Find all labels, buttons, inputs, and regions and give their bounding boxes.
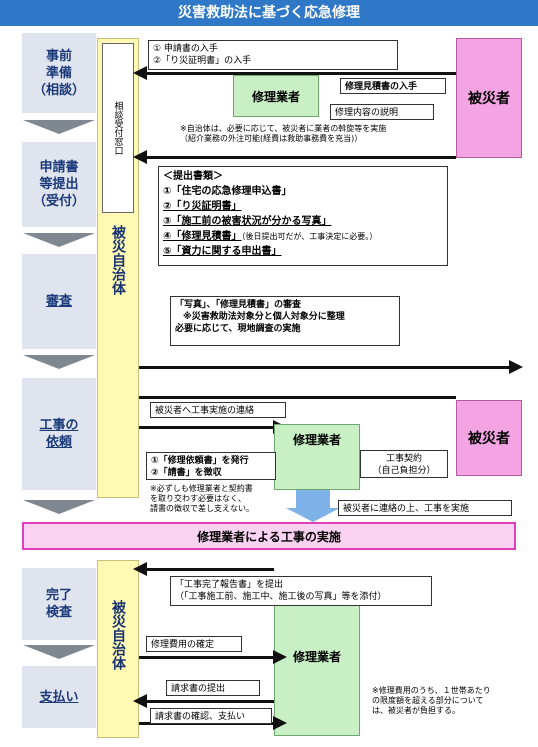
doc-2: ②「り災証明書」 bbox=[163, 201, 242, 212]
stage-submission-label: 申請書 等提出 （受付） bbox=[32, 160, 85, 209]
implementation-label: 修理業者による工事の実施 bbox=[197, 529, 341, 544]
contractor-box-order: 修理業者 bbox=[274, 424, 360, 490]
arrow-line bbox=[139, 72, 456, 75]
submission-documents: ＜提出書類＞ ①「住宅の応急修理申込書」 ②「り災証明書」 ③「施工前の被害状況… bbox=[158, 166, 448, 266]
arrow-head-left bbox=[133, 150, 147, 164]
contact-victim: 被災者に連絡の上、工事を実施 bbox=[338, 500, 512, 516]
step1-items: ① 申請書の入手 ②「り災証明書」の入手 bbox=[148, 40, 398, 70]
flow-arrow-head bbox=[286, 508, 340, 522]
order-note: ※必ずしも修理業者と契約書 を取り交わす必要はなく、 請書の徴収で差し支えない。 bbox=[150, 484, 254, 513]
arrow-head-right bbox=[273, 650, 287, 664]
review-line-2: ※災害救助法対象分と個人対象分に整理 bbox=[183, 312, 345, 322]
arrow-line bbox=[139, 656, 273, 659]
review-line-3: 必要に応じて、現地調査の実施 bbox=[175, 324, 301, 334]
arrow-head-right bbox=[509, 360, 523, 374]
victim-box-top: 被災者 bbox=[456, 38, 522, 158]
arrow-head-left bbox=[133, 562, 147, 576]
doc-3: ③「施工前の被害状況が分かる写真」 bbox=[163, 216, 332, 227]
arrow-head-right bbox=[273, 716, 287, 730]
arrow-line bbox=[139, 156, 456, 159]
arrow-line bbox=[139, 426, 273, 429]
arrow-head-left bbox=[133, 66, 147, 80]
docs-header: ＜提出書類＞ bbox=[163, 171, 223, 182]
stage-arrow bbox=[23, 120, 95, 134]
page-title: 災害救助法に基づく応急修理 bbox=[0, 0, 538, 26]
stage-arrow bbox=[23, 355, 95, 369]
stage-review: 審査 bbox=[22, 254, 96, 349]
stage-payment-label: 支払い bbox=[39, 689, 79, 705]
cost-confirmed: 修理費用の確定 bbox=[146, 636, 242, 652]
victim-label: 被災者 bbox=[468, 431, 510, 447]
invoice-submit: 請求書の提出 bbox=[166, 680, 260, 696]
stage-payment: 支払い bbox=[22, 666, 96, 728]
invoice-payment: 請求書の確認、支払い bbox=[150, 708, 272, 724]
victim-label: 被災者 bbox=[468, 91, 510, 107]
municipality-label-top: 被災自治体 bbox=[110, 225, 126, 295]
consult-window-label: 相談受付窓口 bbox=[112, 101, 123, 155]
contractor-label: 修理業者 bbox=[251, 89, 300, 104]
stage-order: 工事の 依頼 bbox=[22, 378, 96, 490]
completion-note: ※修理費用のうち、１世帯あたり の限度額を超える部分について は、被災者が負担す… bbox=[372, 686, 491, 715]
stage-review-label: 審査 bbox=[45, 294, 72, 309]
doc-1: ①「住宅の応急修理申込書」 bbox=[163, 186, 292, 197]
stage-preparation: 事前 準備 （相談） bbox=[22, 33, 96, 113]
municipality-column-bottom bbox=[97, 560, 139, 738]
arrow-line bbox=[139, 396, 456, 399]
arrow-line bbox=[139, 568, 274, 571]
arrow-line bbox=[139, 700, 274, 703]
step1-note: ※自治体は、必要に応じて、被災者に業者の斡旋等を実施 （紹介業務の外注可能(経費… bbox=[180, 124, 387, 143]
completion-report: 「工事完了報告書」を提出 （「工事施工前、施工中、施工後の写真」等を添付） bbox=[170, 576, 432, 606]
contract-self-pay: 工事契約 （自己負担分） bbox=[360, 450, 448, 478]
review-box: 「写真」、「修理見積書」の審査 ※災害救助法対象分と個人対象分に整理 必要に応じ… bbox=[170, 296, 400, 346]
estimate-label: 修理見積書の入手 bbox=[340, 78, 446, 94]
notify-victim: 被災者へ工事実施の連絡 bbox=[150, 402, 286, 418]
stage-submission: 申請書 等提出 （受付） bbox=[22, 142, 96, 227]
doc-5: ⑤「資力に関する申出書」 bbox=[163, 246, 282, 257]
stage-arrow bbox=[23, 233, 95, 247]
arrow-head-left bbox=[133, 694, 147, 708]
stage-arrow bbox=[23, 645, 95, 659]
doc-4-note: （後日提出可だが、工事決定に必要。） bbox=[241, 232, 378, 241]
arrow-line bbox=[139, 366, 509, 369]
stage-preparation-label: 事前 準備 （相談） bbox=[32, 48, 85, 98]
victim-box-order: 被災者 bbox=[456, 400, 522, 476]
stage-completion: 完了 検査 bbox=[22, 568, 96, 640]
municipality-label-bottom: 被災自治体 bbox=[110, 600, 126, 670]
review-line-1: 「写真」、「修理見積書」の審査 bbox=[175, 300, 302, 310]
contractor-label: 修理業者 bbox=[292, 649, 341, 664]
consult-window: 相談受付窓口 bbox=[102, 43, 134, 213]
implementation-banner: 修理業者による工事の実施 bbox=[22, 522, 516, 550]
stage-completion-label: 完了 検査 bbox=[45, 588, 72, 620]
explain-label: 修理内容の説明 bbox=[330, 104, 434, 120]
stage-arrow bbox=[23, 500, 95, 514]
flow-arrow bbox=[296, 490, 330, 510]
issue-order: ①「修理依頼書」を発行 ②「請書」を徴収 bbox=[146, 452, 276, 480]
doc-4: ④「修理見積書」 bbox=[163, 231, 242, 242]
contractor-box-step1: 修理業者 bbox=[233, 75, 319, 117]
contractor-label: 修理業者 bbox=[292, 433, 341, 447]
stage-order-label: 工事の 依頼 bbox=[39, 418, 79, 450]
